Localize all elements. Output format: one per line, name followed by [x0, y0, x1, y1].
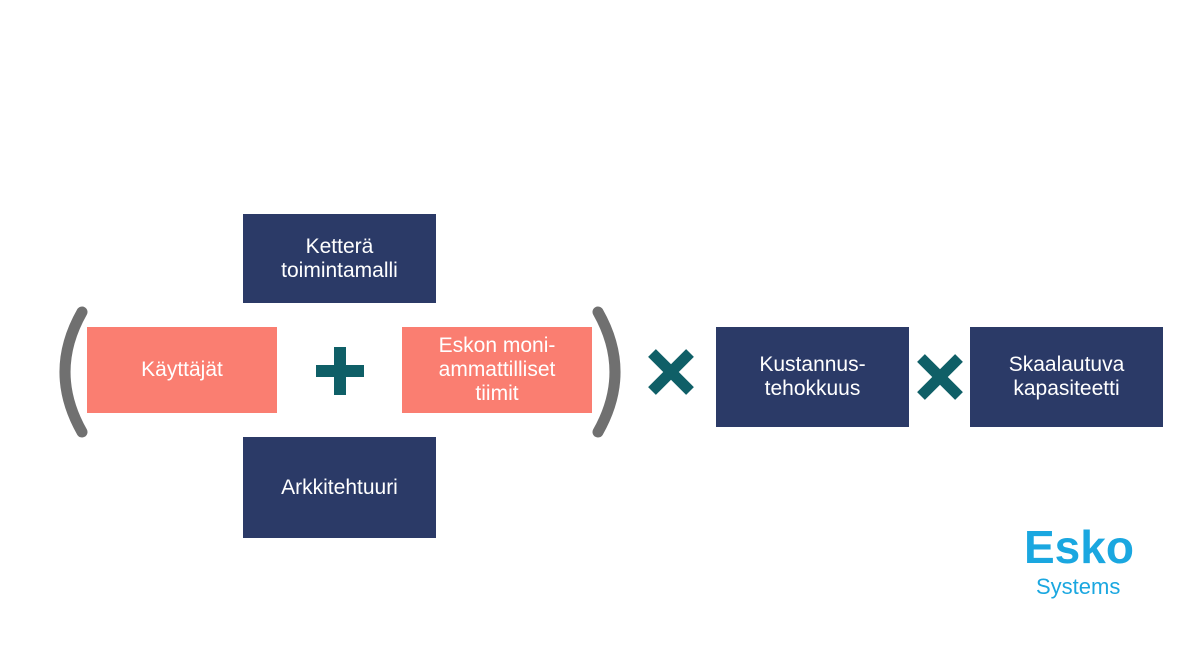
multiply-icon — [648, 349, 694, 395]
logo-systems-text: Systems — [1036, 574, 1121, 599]
cost-efficiency-box: Kustannus- tehokkuus — [716, 327, 909, 427]
cost-efficiency-label: Kustannus- tehokkuus — [759, 353, 866, 400]
right-parenthesis-icon — [592, 306, 621, 438]
esko-systems-logo: Esko Systems — [1020, 522, 1160, 612]
architecture-box: Arkkitehtuuri — [243, 437, 436, 538]
agile-model-box: Ketterä toimintamalli — [243, 214, 436, 303]
multiply-icon — [917, 354, 963, 400]
agile-model-label: Ketterä toimintamalli — [281, 234, 398, 282]
teams-box: Eskon moni- ammattilliset tiimit — [402, 327, 592, 413]
architecture-label: Arkkitehtuuri — [281, 475, 398, 499]
users-label: Käyttäjät — [141, 358, 223, 381]
left-parenthesis-icon — [59, 306, 88, 438]
users-box: Käyttäjät — [87, 327, 277, 413]
logo-esko-text: Esko — [1024, 521, 1134, 573]
plus-icon — [316, 347, 364, 395]
scalable-capacity-label: Skaalautuva kapasiteetti — [1008, 353, 1125, 400]
scalable-capacity-box: Skaalautuva kapasiteetti — [970, 327, 1163, 427]
teams-label: Eskon moni- ammattilliset tiimit — [438, 334, 556, 405]
